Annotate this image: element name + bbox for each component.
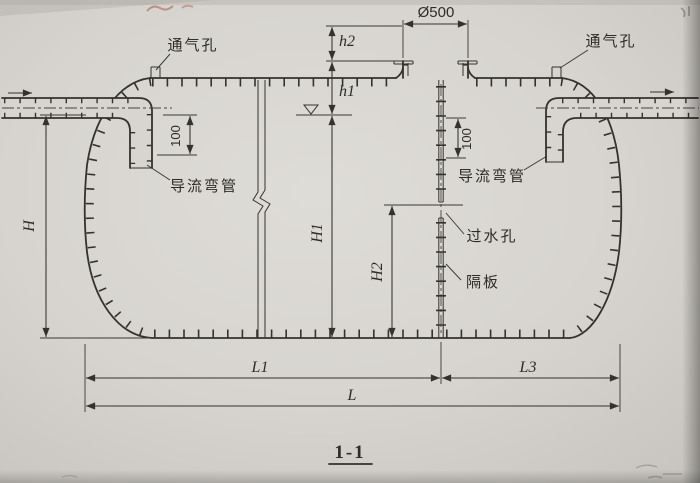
inlet-pipe [1,89,172,169]
section-title: 1-1 [334,442,365,463]
outlet-pipe [536,88,699,163]
baffle-label: 隔板 [466,273,500,291]
dimensions: Ø500 h2 h1 H1 H 100 [21,4,621,412]
water-level-triangle [302,104,320,115]
water-hole-leader [445,212,465,235]
bottom-edge-shadow [0,470,700,483]
page-corner-shade [0,0,215,16]
dim-H2: H2 [369,204,463,338]
L1-label: L1 [251,359,269,376]
dim-h2: h2 [326,25,402,61]
H-label: H [21,219,38,233]
dim-100-right: 100 [446,117,474,159]
vent-right-leader [559,49,589,69]
offset-right-label: 100 [459,128,474,150]
water-hole-label: 过水孔 [466,228,517,245]
annotation-vent-left: 通气孔 [155,37,218,71]
bottom-extension-lines [84,342,621,412]
guide-pipe-right-label: 导流弯管 [458,168,526,185]
dim-h1: h1 [326,60,394,115]
annotation-baffle: 隔板 [445,263,500,291]
red-mark-2 [181,4,194,9]
break-line-1 [252,80,264,338]
offset-left-label: 100 [168,125,183,147]
outlet-pipe-inner-wall [562,117,699,163]
dim-L3: L3 [441,359,620,382]
break-lines [252,80,271,338]
dim-L: L [85,387,620,410]
annotation-vent-right: 通气孔 [559,33,636,69]
inlet-pipe-fill [2,98,152,168]
manhole-base-flare-left [395,67,404,79]
H1-label: H1 [309,223,326,244]
break-line-2 [259,80,271,338]
water-level-symbol [296,104,352,116]
baffle-plate [436,80,446,338]
h1-label: h1 [339,83,355,100]
L-label: L [347,387,357,404]
baffle-leader [445,263,462,281]
guide-pipe-left-label: 导流弯管 [170,178,238,195]
dim-100-left: 100 [157,114,197,156]
manhole-neck [393,60,478,79]
right-edge-shadow [682,0,700,483]
manhole-diameter-label: Ø500 [418,4,455,21]
L3-label: L3 [519,359,537,376]
dim-H1: H1 [309,115,336,338]
vent-right-label: 通气孔 [585,33,636,50]
manhole-base-flare-right [467,67,476,79]
guide-pipe-left-leader [146,164,171,181]
top-edge-shade [0,0,700,5]
outlet-pipe-outer-wall [545,97,699,163]
inlet-pipe-outer-wall [1,97,153,169]
dim-H: H [21,114,152,339]
guide-pipe-right-leader [523,155,548,171]
inlet-pipe-inner-wall [1,117,131,169]
section-title-group: 1-1 [328,442,373,465]
red-mark-1 [146,5,174,12]
annotation-guide-pipe-left: 导流弯管 [146,164,238,195]
outlet-pipe-fill [546,98,698,162]
annotation-guide-pipe-right: 导流弯管 [458,155,548,185]
vent-left-leader [155,53,171,71]
vent-left-label: 通气孔 [167,37,218,54]
annotation-water-hole: 过水孔 [445,212,517,245]
h2-label: h2 [339,33,355,50]
H2-label: H2 [369,262,386,283]
dim-L1: L1 [85,359,441,382]
dim-manhole-diameter: Ø500 [402,4,469,58]
annotations: 通气孔 通气孔 导流弯管 导流弯管 过水孔 隔板 [146,33,636,291]
vent-right-stub [551,66,562,78]
